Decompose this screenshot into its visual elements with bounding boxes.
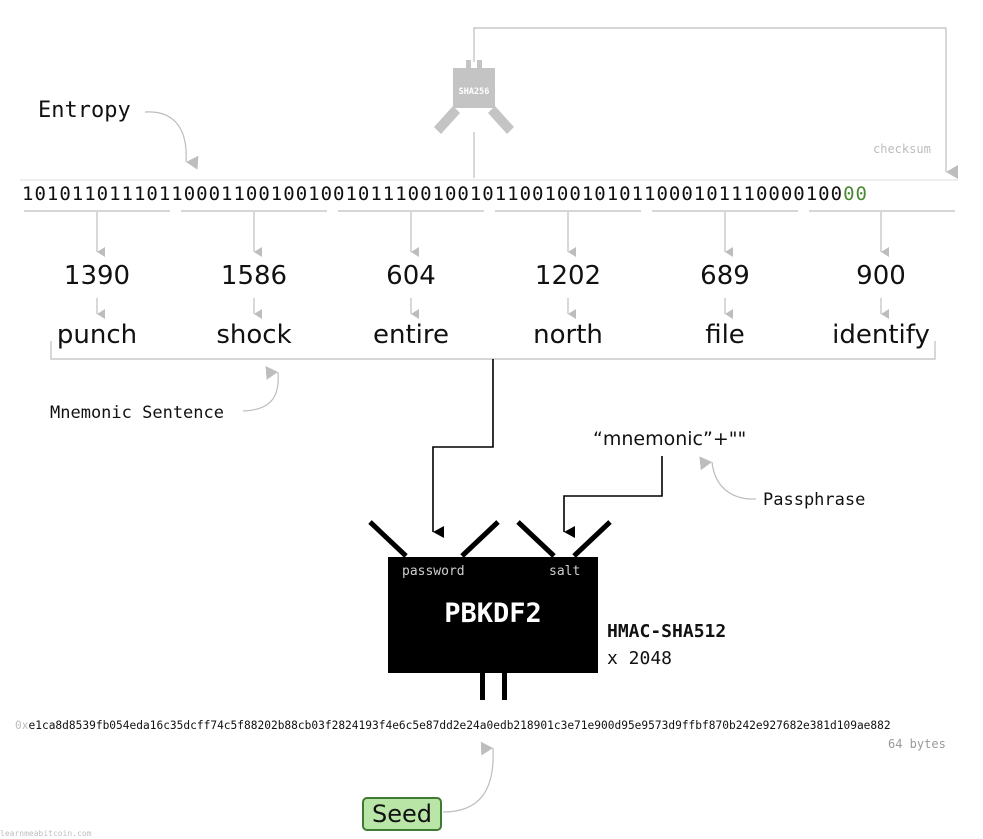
- passphrase-label: Passphrase: [763, 490, 866, 510]
- mnemonic-word: punch: [56, 320, 138, 350]
- entropy-label: Entropy: [38, 98, 131, 123]
- mnemonic-word: entire: [372, 320, 449, 350]
- bit-group: 01010110001: [569, 183, 707, 205]
- salt-port-label: salt: [549, 564, 581, 579]
- iterations-label: x 2048: [607, 648, 673, 669]
- mnemonic-pointer: [242, 365, 279, 412]
- salt-input-line: [563, 456, 663, 538]
- seed-hex-line: 0xe1ca8d8539fb054eda16c35dcff74c5f88202b…: [15, 719, 891, 732]
- word-index: 900: [856, 261, 906, 291]
- entropy-pointer: [144, 111, 199, 170]
- word-index: 1586: [220, 261, 288, 291]
- password-input-line: [432, 359, 494, 538]
- seed-size-label: 64 bytes: [888, 737, 946, 751]
- hmac-label: HMAC-SHA512: [607, 621, 727, 642]
- bit-group: 01110000100: [706, 183, 844, 205]
- watermark: learnmeabitcoin.com: [0, 829, 92, 838]
- word-index: 689: [700, 261, 750, 291]
- checksum-loop: [473, 27, 958, 179]
- bit-group: 11000110010: [158, 183, 296, 205]
- bit-group: 10010110010: [432, 183, 570, 205]
- seed-label: Seed: [362, 797, 442, 831]
- mnemonic-word: identify: [832, 320, 930, 350]
- mnemonic-word: file: [705, 320, 745, 350]
- seed-hex: e1ca8d8539fb054eda16c35dcff74c5f88202b88…: [28, 719, 891, 732]
- word-index: 604: [386, 261, 436, 291]
- seed-hex-prefix: 0x: [15, 719, 29, 732]
- password-port-label: password: [402, 564, 465, 579]
- pbkdf2-outputs: [480, 672, 507, 700]
- bit-group: 10101101110: [22, 183, 159, 205]
- checksum-label: checksum: [873, 142, 931, 156]
- salt-string: “mnemonic”+"": [593, 428, 747, 450]
- bit-group: 01001011100: [295, 183, 433, 205]
- sha256-label: SHA256: [458, 87, 490, 97]
- pbkdf2-funnels: [368, 520, 612, 558]
- index-arrows: [96, 212, 889, 257]
- seed-pointer: [442, 741, 494, 813]
- mnemonic-word: shock: [216, 320, 292, 350]
- word-index: 1202: [534, 261, 602, 291]
- passphrase-pointer: [699, 456, 757, 500]
- entropy-bits: 1010110111011000110010010010111001001011…: [22, 183, 868, 205]
- word-arrows: [96, 298, 889, 319]
- mnemonic-sentence-label: Mnemonic Sentence: [50, 403, 224, 423]
- pbkdf2-title: PBKDF2: [444, 598, 542, 629]
- pbkdf2-box: password salt PBKDF2: [388, 557, 598, 673]
- mnemonic-word: north: [533, 320, 603, 350]
- sha256-chip: [434, 60, 514, 134]
- word-index: 1390: [63, 261, 131, 291]
- checksum-bits: 00: [843, 183, 868, 205]
